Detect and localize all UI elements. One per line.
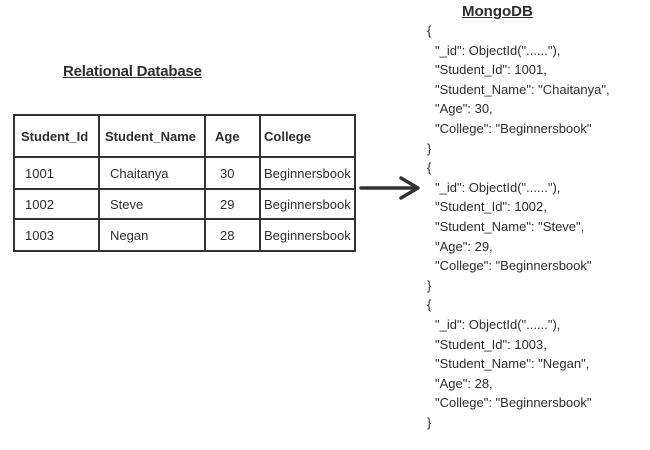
table-row: 1003 Negan 28 Beginnersbook [15, 218, 354, 250]
mongodb-document: { "_id": ObjectId("......"), "Student_Id… [427, 295, 610, 432]
table-row: 1002 Steve 29 Beginnersbook [15, 188, 354, 218]
mongodb-document: { "_id": ObjectId("......"), "Student_Id… [427, 158, 610, 295]
cell-college: Beginnersbook [259, 190, 354, 218]
cell-student-id: 1001 [25, 165, 54, 181]
field-college: "College": "Beginnersbook" [435, 120, 592, 136]
mongodb-document: { "_id": ObjectId("......"), "Student_Id… [427, 21, 610, 158]
field-id: "_id": ObjectId("......"), [435, 316, 561, 332]
field-age: "Age": 30, [435, 101, 493, 117]
close-brace: } [427, 414, 432, 430]
table-row: 1001 Chaitanya 30 Beginnersbook [15, 156, 354, 188]
field-student-id: "Student_Id": 1003, [435, 336, 547, 352]
mongodb-documents: { "_id": ObjectId("......"), "Student_Id… [427, 21, 610, 432]
cell-student-name: Steve [98, 190, 204, 218]
header-student-name: Student_Name [98, 116, 204, 156]
field-student-id: "Student_Id": 1002, [435, 199, 547, 215]
close-brace: } [427, 140, 432, 156]
cell-age: 29 [204, 190, 259, 218]
field-student-id: "Student_Id": 1001, [435, 62, 547, 78]
field-age: "Age": 28, [435, 375, 493, 391]
cell-student-name: Negan [98, 220, 204, 250]
cell-student-id: 1003 [25, 227, 54, 243]
field-student-name: "Student_Name": "Steve", [435, 218, 585, 234]
open-brace: { [427, 297, 432, 313]
open-brace: { [427, 23, 432, 38]
relational-table: Student_Id Student_Name Age College 1001… [13, 114, 356, 252]
cell-age: 30 [204, 158, 259, 188]
field-college: "College": "Beginnersbook" [435, 258, 592, 274]
field-id: "_id": ObjectId("......"), [435, 179, 561, 195]
header-student-id: Student_Id [21, 128, 89, 144]
right-arrow-icon [359, 176, 420, 200]
mongodb-title: MongoDB [462, 3, 533, 20]
close-brace: } [427, 277, 432, 293]
relational-database-title: Relational Database [63, 63, 202, 80]
field-age: "Age": 29, [435, 238, 493, 254]
field-student-name: "Student_Name": "Negan", [435, 356, 590, 372]
header-age: Age [204, 116, 259, 156]
field-college: "College": "Beginnersbook" [435, 395, 592, 411]
cell-college: Beginnersbook [259, 158, 354, 188]
cell-age: 28 [204, 220, 259, 250]
field-id: "_id": ObjectId("......"), [435, 42, 561, 58]
table-header-row: Student_Id Student_Name Age College [15, 116, 354, 156]
field-student-name: "Student_Name": "Chaitanya", [435, 81, 610, 97]
open-brace: { [427, 160, 432, 176]
cell-student-name: Chaitanya [98, 158, 204, 188]
header-college: College [259, 116, 354, 156]
cell-student-id: 1002 [25, 196, 54, 212]
cell-college: Beginnersbook [259, 220, 354, 250]
